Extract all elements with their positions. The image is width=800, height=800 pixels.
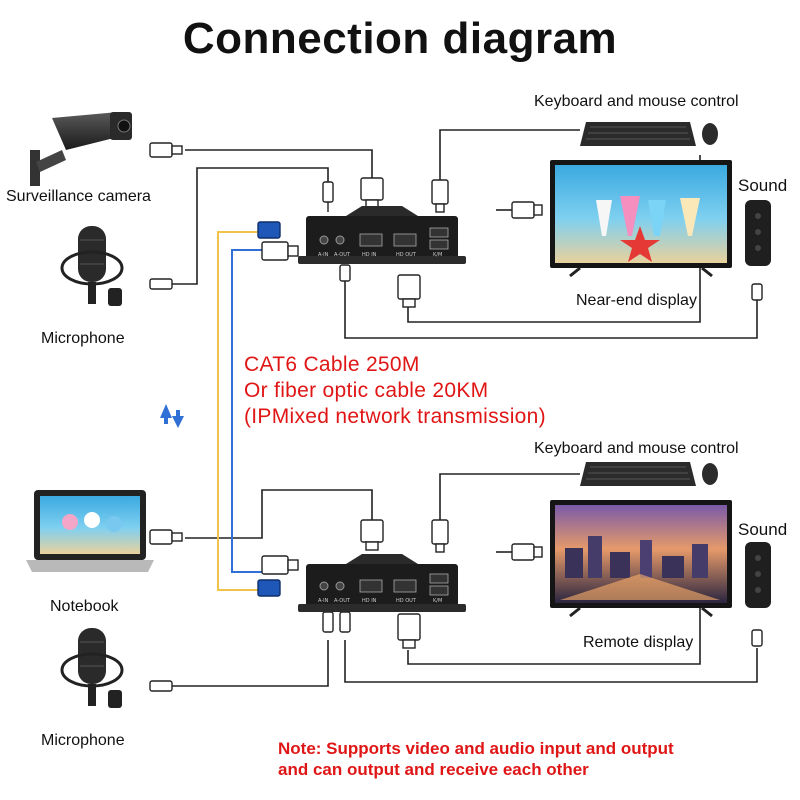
- av-plug-top: [322, 181, 334, 212]
- av-plug-mic-top: [149, 278, 173, 290]
- av-plug-bottom-in: [322, 611, 334, 633]
- remote-display-icon: [550, 500, 732, 618]
- microphone-top-label: Microphone: [41, 330, 125, 347]
- av-plug-sound-top: [751, 283, 763, 301]
- speaker-icon-top: [745, 200, 771, 266]
- speaker-icon-bottom: [745, 542, 771, 608]
- note: Note: Supports video and audio input and…: [278, 738, 674, 780]
- av-plug-top-out: [339, 264, 351, 282]
- fiber-top: [257, 221, 281, 239]
- usb-plug-top: [431, 179, 449, 213]
- wire-kbd-top: [439, 129, 580, 182]
- port-km-label: K/M: [433, 252, 442, 258]
- av-plug-bottom-out: [339, 611, 351, 633]
- keyboard-mouse-icon-bottom: [580, 462, 718, 486]
- usb-plug-bottom: [431, 519, 449, 553]
- port-hd-in-label-rx: HD IN: [362, 598, 377, 604]
- rj45-bottom: [261, 555, 299, 575]
- cable-info-line-3: (IPMixed network transmission): [244, 405, 546, 428]
- wire-audio-bottom: [344, 640, 758, 683]
- yellow-fiber-cable: [217, 231, 262, 591]
- notebook-icon: [26, 490, 154, 572]
- port-a-in-label-rx: A-IN: [318, 598, 329, 604]
- keyboard-mouse-bottom-label: Keyboard and mouse control: [534, 440, 739, 457]
- up-down-arrows-icon: [160, 404, 184, 428]
- surveillance-camera-icon: [30, 112, 132, 186]
- wire-kbd-bottom: [439, 473, 580, 520]
- hdmi-plug-top-out: [397, 274, 421, 308]
- sound-bottom-label: Sound: [738, 520, 788, 539]
- surveillance-camera-label: Surveillance camera: [6, 188, 151, 205]
- wire-notebook: [185, 489, 373, 539]
- remote-display-label: Remote display: [583, 634, 694, 651]
- hdmi-plug-notebook: [149, 529, 183, 545]
- wire-camera-hdmi: [185, 149, 373, 178]
- port-a-out-label-rx: A-OUT: [334, 598, 351, 604]
- near-end-display-icon: [550, 160, 732, 278]
- hdmi-plug-bottom-in: [360, 519, 384, 551]
- wire-audio-top: [344, 265, 758, 339]
- page-title: Connection diagram: [182, 14, 618, 63]
- notebook-label: Notebook: [50, 598, 119, 615]
- keyboard-mouse-top-label: Keyboard and mouse control: [534, 93, 739, 110]
- connectors: [149, 142, 763, 692]
- av-plug-sound-bottom: [751, 629, 763, 647]
- port-hd-out-label-rx: HD OUT: [396, 598, 417, 604]
- near-end-display-label: Near-end display: [576, 292, 697, 309]
- extender-transmitter: A-IN A-OUT HD IN HD OUT K/M: [298, 206, 466, 264]
- cable-info-line-1: CAT6 Cable 250M: [244, 353, 420, 376]
- hdmi-plug-top-in: [360, 177, 384, 209]
- port-a-in-label: A-IN: [318, 252, 329, 258]
- sound-top-label: Sound: [738, 176, 788, 195]
- fiber-bottom: [257, 579, 281, 597]
- wire-mic-bottom: [172, 640, 329, 687]
- hdmi-plug-camera: [149, 142, 183, 158]
- port-hd-in-label: HD IN: [362, 252, 377, 258]
- cable-info: CAT6 Cable 250M Or fiber optic cable 20K…: [244, 352, 546, 430]
- av-plug-mic-bottom: [149, 680, 173, 692]
- rj45-top: [261, 241, 299, 261]
- microphone-bottom-label: Microphone: [41, 732, 125, 749]
- port-a-out-label: A-OUT: [334, 252, 351, 258]
- port-km-label-rx: K/M: [433, 598, 442, 604]
- hdmi-plug-bottom-out: [397, 613, 421, 649]
- hdmi-plug-bottom-display: [511, 543, 543, 561]
- microphone-icon-bottom: [60, 628, 124, 708]
- note-line-2: and can output and receive each other: [278, 760, 589, 779]
- cable-info-line-2: Or fiber optic cable 20KM: [244, 379, 489, 402]
- blue-cat6-cable: [231, 249, 262, 573]
- wire-mic-top: [172, 167, 329, 285]
- extender-receiver: A-IN A-OUT HD IN HD OUT K/M: [298, 554, 466, 612]
- microphone-icon-top: [60, 226, 124, 306]
- hdmi-plug-top-display: [511, 201, 543, 219]
- keyboard-mouse-icon-top: [580, 122, 718, 146]
- note-line-1: Note: Supports video and audio input and…: [278, 739, 674, 758]
- port-hd-out-label: HD OUT: [396, 252, 417, 258]
